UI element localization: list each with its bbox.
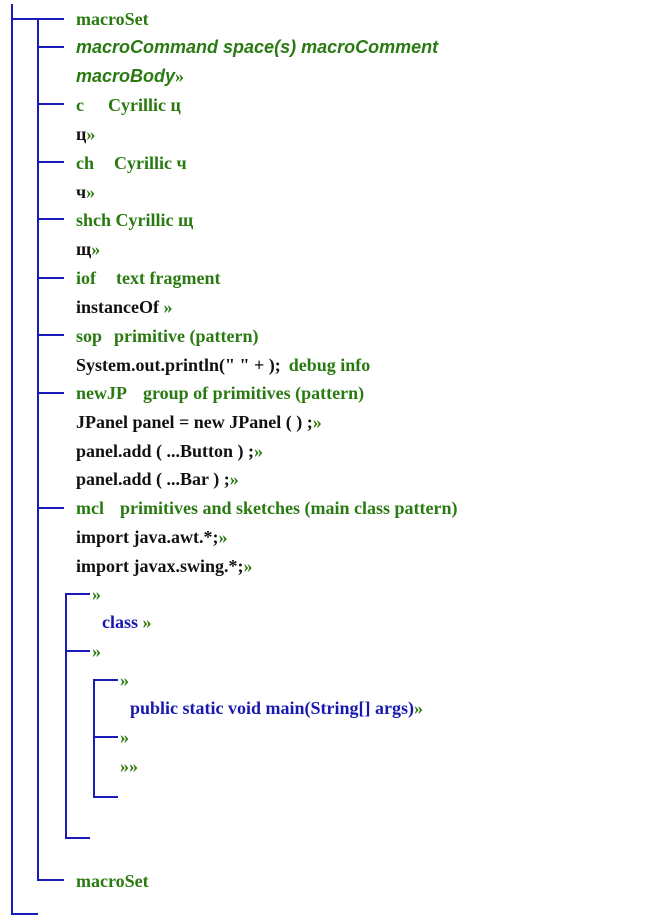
class-block-inner-marker: » — [92, 641, 101, 661]
macroset-open-label: macroSet — [76, 9, 149, 29]
class-block-open-marker: » — [92, 584, 101, 604]
class-block-bracket — [65, 593, 90, 839]
macro-mcl-body-line: import java.awt.*;» — [76, 527, 228, 547]
macro-newjp-body-line: panel.add ( ...Bar ) ;» — [76, 469, 239, 489]
method-block-header: public static void main(String[] args)» — [130, 698, 424, 718]
macro-shch-header: shch Cyrillic щ — [76, 210, 194, 230]
macro-newjp-body-line: panel.add ( ...Button ) ;» — [76, 441, 264, 461]
inner-spine-line — [37, 19, 64, 881]
class-block-header: class » — [102, 612, 152, 632]
method-block-bracket — [93, 679, 118, 798]
method-block-close-markers: »» — [120, 756, 138, 776]
outer-spine-line — [11, 4, 38, 915]
macroset-close-label: macroSet — [76, 871, 149, 891]
macro-c-body: ц» — [76, 124, 96, 144]
macro-ch-body: ч» — [76, 182, 96, 202]
macro-mcl-body-line: import javax.swing.*;» — [76, 556, 253, 576]
macro-iof-body: instanceOf » — [76, 297, 173, 317]
method-block-open-marker: » — [120, 670, 129, 690]
macro-definition-body: macroBody» — [76, 66, 185, 86]
macro-shch-body: щ» — [76, 239, 101, 259]
macro-definition-header: macroCommand space(s) macroComment — [76, 37, 439, 57]
method-block-inner-marker: » — [120, 727, 129, 747]
macro-newjp-body-line: JPanel panel = new JPanel ( ) ;» — [76, 412, 322, 432]
macro-sop-body: System.out.println(" " + );debug info — [76, 355, 371, 375]
